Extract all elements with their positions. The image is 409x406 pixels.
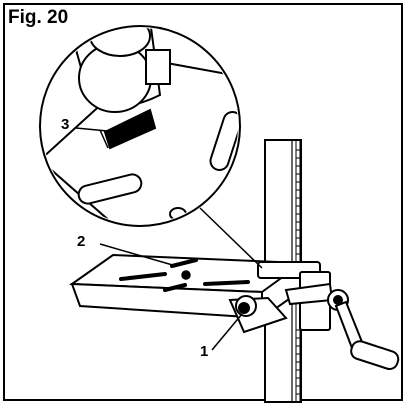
clamp-bolt <box>235 295 257 317</box>
callout-1: 1 <box>200 343 209 360</box>
drill-press-table <box>69 253 305 320</box>
callout-2-leader <box>99 243 177 267</box>
detail-magnifier-circle <box>39 25 263 269</box>
callout-3: 3 <box>61 116 70 133</box>
callout-1-leader <box>211 313 243 351</box>
table-support-arm <box>228 261 334 334</box>
callout-2: 2 <box>77 233 86 250</box>
crank-handle <box>327 289 400 371</box>
figure-title: Fig. 20 <box>8 7 69 28</box>
